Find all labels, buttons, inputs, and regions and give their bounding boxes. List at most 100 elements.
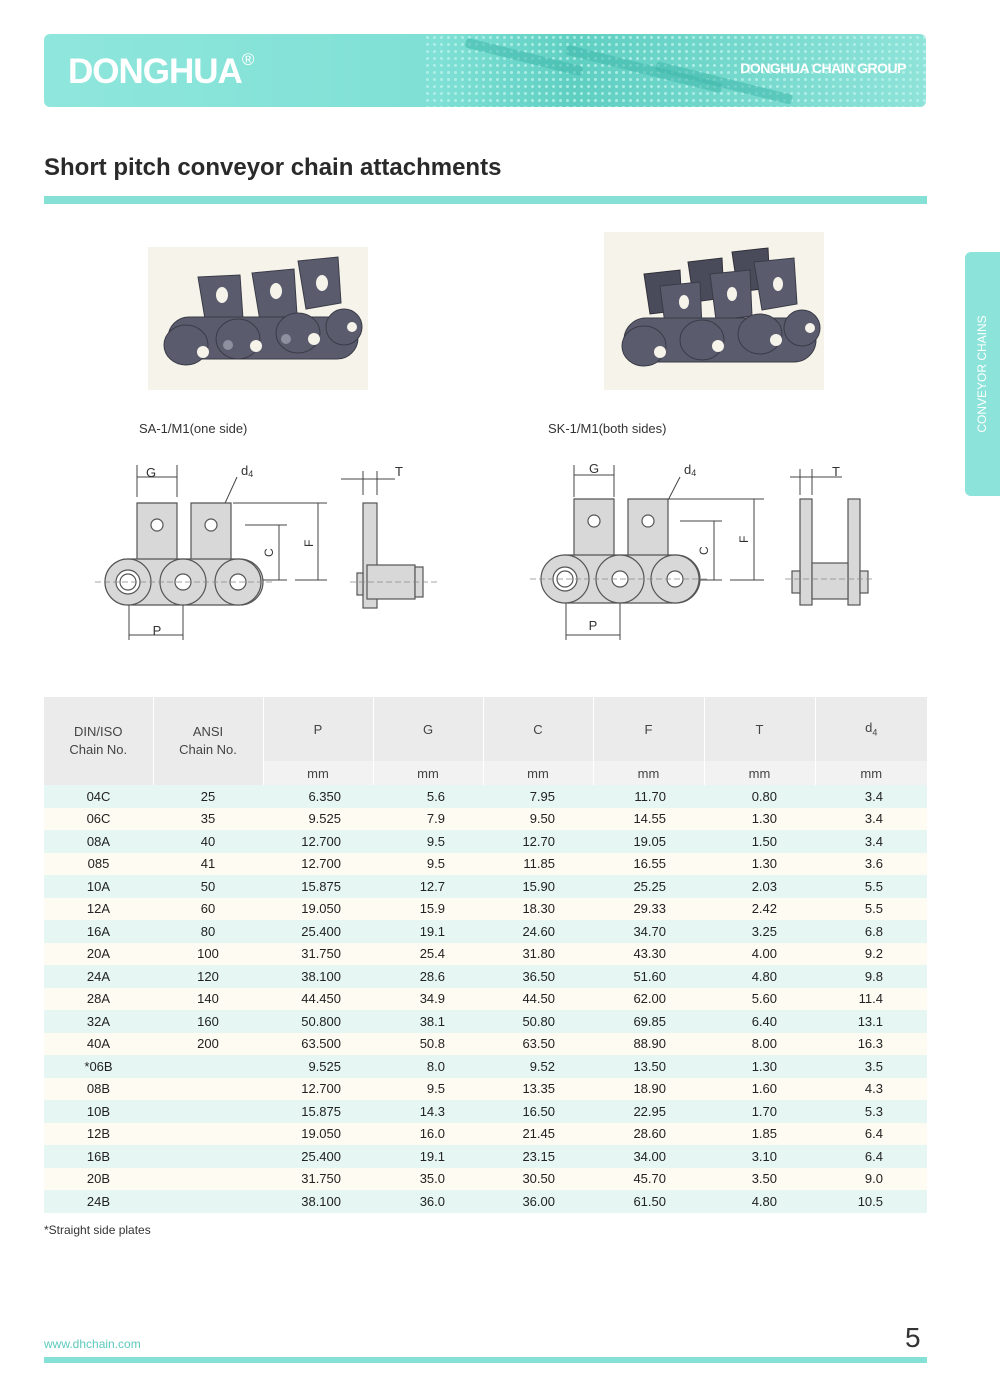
table-cell: 12.700 — [263, 830, 373, 853]
table-cell: 12.700 — [263, 1077, 373, 1100]
table-cell — [153, 1100, 263, 1123]
table-cell: 6.350 — [263, 785, 373, 808]
table-cell: 19.050 — [263, 897, 373, 920]
table-cell: 14.55 — [593, 807, 704, 830]
product-photo-sk1 — [604, 232, 824, 390]
dim-label-d4: d4 — [684, 462, 696, 478]
table-cell: 20A — [44, 942, 153, 965]
table-cell: 1.50 — [704, 830, 815, 853]
table-cell: 19.050 — [263, 1122, 373, 1145]
table-cell: 44.450 — [263, 987, 373, 1010]
table-cell: 25.400 — [263, 920, 373, 943]
table-cell: 28.6 — [373, 965, 483, 988]
table-cell: 36.50 — [483, 965, 593, 988]
table-cell: 24B — [44, 1190, 153, 1213]
table-cell: 61.50 — [593, 1190, 704, 1213]
table-cell: 1.30 — [704, 807, 815, 830]
figure-caption-sa1: SA-1/M1(one side) — [139, 421, 248, 436]
table-cell: 19.05 — [593, 830, 704, 853]
header-p: P — [263, 697, 374, 761]
table-cell: 15.875 — [263, 875, 373, 898]
table-cell: 16B — [44, 1145, 153, 1168]
table-cell: 10A — [44, 875, 153, 898]
table-cell: 12.70 — [483, 830, 593, 853]
table-cell: 69.85 — [593, 1010, 704, 1033]
unit-cell: mm — [704, 761, 816, 785]
table-cell — [153, 1055, 263, 1078]
table-cell: 40 — [153, 830, 263, 853]
table-cell: 80 — [153, 920, 263, 943]
footer-url[interactable]: www.dhchain.com — [44, 1337, 141, 1351]
table-cell: 140 — [153, 987, 263, 1010]
table-cell: 63.500 — [263, 1032, 373, 1055]
table-cell: 18.30 — [483, 897, 593, 920]
dim-label-g: G — [146, 465, 156, 480]
table-cell: 40A — [44, 1032, 153, 1055]
table-cell: 63.50 — [483, 1032, 593, 1055]
table-cell: 3.4 — [815, 785, 927, 808]
table-cell: 60 — [153, 897, 263, 920]
table-cell: 6.40 — [704, 1010, 815, 1033]
table-cell — [153, 1077, 263, 1100]
table-cell: 16.3 — [815, 1032, 927, 1055]
header-c: C — [483, 697, 594, 761]
technical-drawing-sa1: G d4 C F P T — [95, 463, 440, 640]
header-ansi: ANSI Chain No. — [153, 697, 264, 785]
table-cell: 3.50 — [704, 1167, 815, 1190]
table-cell: 4.80 — [704, 965, 815, 988]
table-cell: 41 — [153, 852, 263, 875]
table-cell: 15.9 — [373, 897, 483, 920]
dimension-table: DIN/ISO Chain No. ANSI Chain No. P G C F… — [44, 697, 927, 1213]
group-name: DONGHUA CHAIN GROUP — [740, 60, 906, 76]
table-cell: 3.4 — [815, 830, 927, 853]
table-cell: 8.0 — [373, 1055, 483, 1078]
table-cell: 10B — [44, 1100, 153, 1123]
table-cell: 12.7 — [373, 875, 483, 898]
table-cell: 3.4 — [815, 807, 927, 830]
table-cell: 31.750 — [263, 942, 373, 965]
table-cell: 50.800 — [263, 1010, 373, 1033]
header-banner: DONGHUA® DONGHUA CHAIN GROUP — [44, 34, 926, 107]
header-g: G — [373, 697, 484, 761]
table-cell: 3.25 — [704, 920, 815, 943]
technical-drawing-sk1: G d4 C F P T — [530, 461, 875, 640]
table-cell: 29.33 — [593, 897, 704, 920]
table-cell: 18.90 — [593, 1077, 704, 1100]
section-side-tab: CONVEYOR CHAINS — [965, 252, 1000, 496]
table-cell: 11.70 — [593, 785, 704, 808]
table-cell: 23.15 — [483, 1145, 593, 1168]
table-cell: 34.00 — [593, 1145, 704, 1168]
table-cell: 08B — [44, 1077, 153, 1100]
table-unit-row: mm mm mm mm mm mm — [44, 761, 927, 785]
table-cell: 36.0 — [373, 1190, 483, 1213]
table-cell: 15.90 — [483, 875, 593, 898]
table-cell: 31.80 — [483, 942, 593, 965]
table-cell: 38.100 — [263, 1190, 373, 1213]
table-cell: 200 — [153, 1032, 263, 1055]
table-cell — [153, 1167, 263, 1190]
table-cell: 7.95 — [483, 785, 593, 808]
table-cell: *06B — [44, 1055, 153, 1078]
product-photo-sa1 — [148, 247, 368, 390]
table-cell: 28.60 — [593, 1122, 704, 1145]
table-cell: 1.30 — [704, 852, 815, 875]
table-cell: 100 — [153, 942, 263, 965]
figure-caption-sk1: SK-1/M1(both sides) — [548, 421, 667, 436]
table-cell: 12A — [44, 897, 153, 920]
table-cell: 11.4 — [815, 987, 927, 1010]
unit-cell: mm — [373, 761, 484, 785]
table-cell: 35.0 — [373, 1167, 483, 1190]
table-cell: 0.80 — [704, 785, 815, 808]
